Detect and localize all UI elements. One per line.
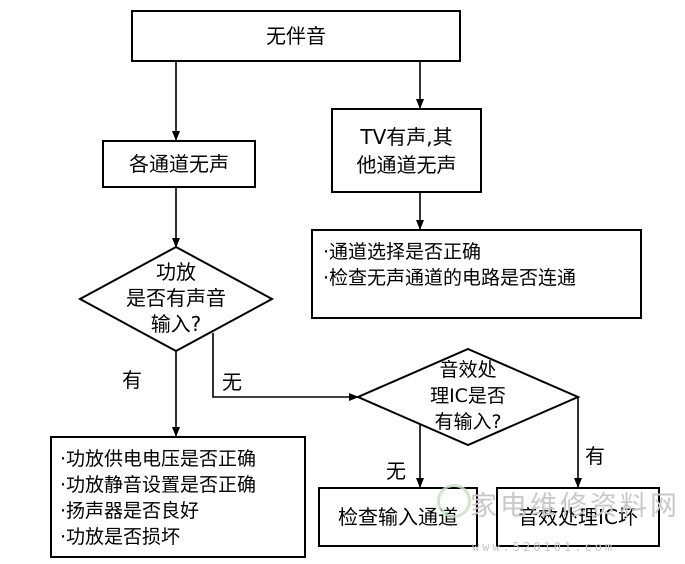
tv-sound-label-line2: 他通道无声 — [356, 152, 457, 177]
watermark-text: 家电维修资料网 — [470, 491, 680, 522]
ic-decision-line: 理IC是否 — [430, 385, 506, 407]
watermark-logo-icon — [437, 484, 471, 518]
list-item: ·功放供电电压是否正确 — [60, 448, 257, 470]
list-item: ·通道选择是否正确 — [323, 241, 482, 263]
ic-decision-diamond — [355, 347, 581, 447]
list-item: ·功放静音设置是否正确 — [60, 474, 257, 496]
amp-decision-diamond — [77, 245, 275, 353]
tv-sound-node: TV有声,其 他通道无声 — [331, 108, 482, 193]
arrow-amp-no — [212, 333, 359, 401]
list-item: ·检查无声通道的电路是否连通 — [323, 267, 577, 289]
edge-label-ic-no: 无 — [386, 459, 406, 483]
list-item: ·功放是否损坏 — [60, 526, 181, 548]
ic-decision-line: 音效处 — [439, 359, 497, 381]
ic-broken-label: 音效处理IC坏 — [518, 505, 638, 529]
start-node: 无伴音 — [131, 10, 461, 62]
amp-decision-line: 输入? — [150, 312, 202, 336]
amp-decision-line: 是否有声音 — [126, 286, 226, 310]
watermark-url: www.520101.com — [472, 540, 616, 554]
start-node-label: 无伴音 — [266, 24, 326, 48]
amp-decision-line: 功放 — [156, 260, 196, 284]
tv-sound-label-line1: TV有声,其 — [360, 124, 453, 149]
edge-label-amp-yes: 有 — [122, 368, 142, 392]
amp-decision-text: 功放 是否有声音 输入? — [106, 259, 246, 337]
edge-label-ic-yes: 有 — [585, 444, 605, 468]
edge-label-amp-no: 无 — [222, 370, 242, 394]
list-item: ·扬声器是否良好 — [60, 500, 200, 522]
all-channels-silent-node: 各通道无声 — [102, 140, 256, 188]
ic-decision-line: 有输入? — [434, 411, 502, 433]
check-list-left: ·功放供电电压是否正确 ·功放静音设置是否正确 ·扬声器是否良好 ·功放是否损坏 — [50, 436, 306, 558]
ic-broken-node: 音效处理IC坏 — [496, 487, 660, 547]
check-list-right: ·通道选择是否正确 ·检查无声通道的电路是否连通 — [311, 229, 642, 319]
ic-decision-text: 音效处 理IC是否 有输入? — [398, 357, 538, 435]
all-channels-label: 各通道无声 — [129, 152, 229, 176]
